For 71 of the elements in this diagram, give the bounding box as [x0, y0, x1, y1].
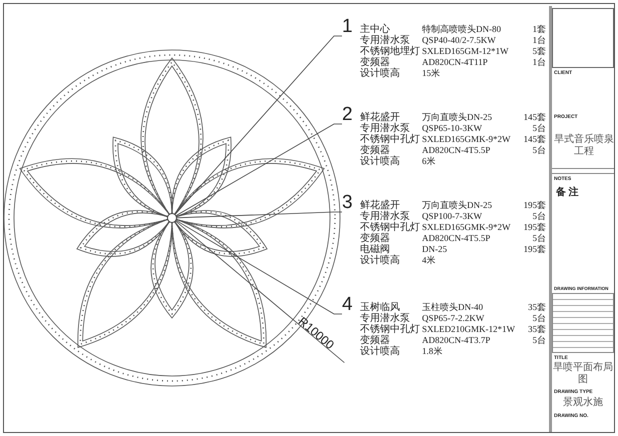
equipment-name: 不锈钢中孔灯	[360, 324, 420, 335]
quantity: 195套	[524, 222, 546, 233]
equipment-name: 变频器	[360, 335, 390, 346]
quantity: 5套	[532, 46, 546, 57]
quantity: 5台	[532, 335, 546, 346]
equipment-model: 1.8米	[422, 346, 442, 357]
equipment-model: 4米	[422, 255, 436, 266]
equipment-model: QSP40-40/2-7.5KW	[422, 35, 496, 46]
quantity: 195套	[524, 200, 546, 211]
drawing-type: 景观水施	[562, 397, 604, 409]
quantity: 5台	[532, 211, 546, 222]
equipment-name: 变频器	[360, 233, 390, 244]
equipment-model: QSP100-7-3KW	[422, 211, 482, 222]
drawing-title: 旱喷平面布局图	[552, 362, 614, 386]
quantity: 145套	[524, 134, 546, 145]
equipment-model: 玉柱喷头DN-40	[422, 302, 483, 313]
equipment-name: 专用潜水泵	[360, 123, 410, 134]
quantity: 1台	[532, 35, 546, 46]
equipment-name: 鲜花盛开	[360, 112, 400, 123]
equipment-name: 设计喷高	[360, 68, 400, 79]
equipment-name: 主中心	[360, 24, 390, 35]
equipment-name: 专用潜水泵	[360, 211, 410, 222]
quantity: 35套	[528, 302, 546, 313]
equipment-name: 专用潜水泵	[360, 313, 410, 324]
quantity: 5台	[532, 313, 546, 324]
equipment-model: DN-25	[422, 244, 447, 255]
equipment-name: 鲜花盛开	[360, 200, 400, 211]
leader-line	[176, 124, 342, 216]
callout-number: 3	[342, 194, 353, 212]
equipment-model: SXLED165GMK-9*2W	[422, 222, 510, 233]
equipment-name: 不锈钢地埋灯	[360, 46, 420, 57]
leader-line	[176, 220, 342, 314]
equipment-name: 玉树临风	[360, 302, 400, 313]
quantity: 5台	[532, 123, 546, 134]
quantity: 5台	[532, 233, 546, 244]
leader-line	[174, 36, 342, 215]
quantity: 195套	[524, 244, 546, 255]
notes-heading: 备 注	[556, 188, 578, 198]
equipment-model: AD820CN-4T3.7P	[422, 335, 490, 346]
equipment-name: 不锈钢中孔灯	[360, 222, 420, 233]
callout-number: 2	[342, 106, 353, 124]
equipment-name: 电磁阀	[360, 244, 390, 255]
equipment-model: 特制高喷喷头DN-80	[422, 24, 501, 35]
project-name: 旱式音乐喷泉工程	[553, 134, 615, 158]
equipment-name: 设计喷高	[360, 255, 400, 266]
equipment-name: 专用潜水泵	[360, 35, 410, 46]
quantity: 145套	[524, 112, 546, 123]
equipment-model: SXLED165GMK-9*2W	[422, 134, 510, 145]
quantity: 35套	[528, 324, 546, 335]
equipment-name: 设计喷高	[360, 346, 400, 357]
equipment-name: 变频器	[360, 57, 390, 68]
equipment-name: 设计喷高	[360, 156, 400, 167]
equipment-model: 15米	[422, 68, 440, 79]
quantity: 5台	[532, 145, 546, 156]
quantity: 1套	[532, 24, 546, 35]
equipment-name: 不锈钢中孔灯	[360, 134, 420, 145]
equipment-model: QSP65-7-2.2KW	[422, 313, 484, 324]
callout-number: 1	[342, 18, 353, 36]
equipment-model: AD820CN-4T5.5P	[422, 233, 490, 244]
equipment-model: 万向直喷头DN-25	[422, 200, 492, 211]
equipment-model: AD820CN-4T11P	[422, 57, 488, 68]
equipment-name: 变频器	[360, 145, 390, 156]
equipment-model: AD820CN-4T5.5P	[422, 145, 490, 156]
callout-number: 4	[342, 296, 353, 314]
equipment-model: 6米	[422, 156, 436, 167]
quantity: 1台	[532, 57, 546, 68]
equipment-model: QSP65-10-3KW	[422, 123, 482, 134]
equipment-model: 万向直喷头DN-25	[422, 112, 492, 123]
equipment-model: SXLED210GMK-12*1W	[422, 324, 515, 335]
equipment-model: SXLED165GM-12*1W	[422, 46, 508, 57]
leader-line	[176, 212, 342, 218]
